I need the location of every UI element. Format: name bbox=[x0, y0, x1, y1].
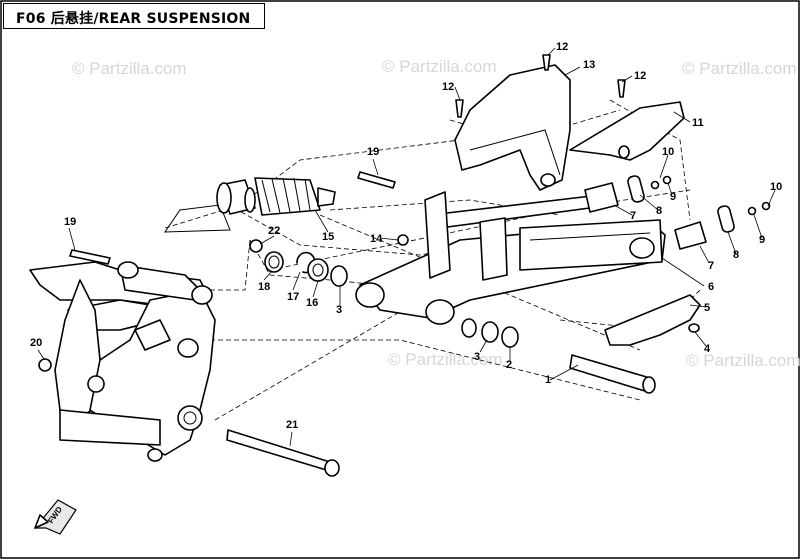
callout-1: 1 bbox=[545, 374, 551, 386]
callout-7-upper: 7 bbox=[630, 210, 636, 222]
watermark-2: © Partzilla.com bbox=[382, 57, 497, 76]
callout-12-left: 12 bbox=[442, 81, 454, 93]
callout-9-lower: 9 bbox=[759, 234, 765, 246]
callout-7-lower: 7 bbox=[708, 260, 714, 272]
pivot-shaft bbox=[569, 354, 656, 394]
callout-21: 21 bbox=[286, 419, 298, 431]
swing-arm bbox=[355, 191, 666, 325]
callout-3-right: 3 bbox=[474, 351, 480, 363]
chain-slider bbox=[604, 294, 701, 346]
callout-4: 4 bbox=[704, 343, 711, 355]
callout-17: 17 bbox=[287, 291, 299, 303]
callout-8-upper: 8 bbox=[656, 205, 662, 217]
callout-8-lower: 8 bbox=[733, 249, 739, 261]
callout-2: 2 bbox=[506, 359, 512, 371]
callout-12-right: 12 bbox=[634, 70, 646, 82]
callout-10-upper: 10 bbox=[662, 146, 674, 158]
main-frame bbox=[29, 204, 231, 462]
callout-16: 16 bbox=[306, 297, 318, 309]
callout-3-left: 3 bbox=[336, 304, 342, 316]
callout-14: 14 bbox=[370, 233, 383, 245]
watermark-3: © Partzilla.com bbox=[682, 59, 797, 78]
watermark-1: © Partzilla.com bbox=[72, 59, 187, 78]
callout-18: 18 bbox=[258, 281, 270, 293]
watermark-4: © Partzilla.com bbox=[388, 350, 503, 369]
callout-22: 22 bbox=[268, 225, 280, 237]
leader-lines bbox=[37, 47, 776, 447]
callout-10-lower: 10 bbox=[770, 181, 782, 193]
callout-15: 15 bbox=[322, 231, 334, 243]
callout-20: 20 bbox=[30, 337, 42, 349]
callouts: 1 2 3 3 4 5 6 7 7 8 8 9 9 10 10 11 12 12… bbox=[30, 41, 782, 431]
callout-13: 13 bbox=[583, 59, 595, 71]
callout-19-left: 19 bbox=[64, 216, 76, 228]
chain-guard bbox=[569, 101, 685, 161]
fwd-arrow: FWD bbox=[33, 499, 77, 535]
bolts bbox=[69, 54, 626, 265]
callout-12-top: 12 bbox=[556, 41, 568, 53]
page-title: F06 后悬挂/REAR SUSPENSION bbox=[16, 11, 251, 27]
callout-9-upper: 9 bbox=[670, 191, 676, 203]
callout-11: 11 bbox=[692, 117, 704, 129]
chain-adjusters bbox=[584, 175, 771, 250]
watermark-5: © Partzilla.com bbox=[686, 351, 800, 370]
callout-19-top: 19 bbox=[367, 146, 379, 158]
pivot-bolt bbox=[226, 429, 340, 477]
rear-fender bbox=[454, 64, 571, 191]
bearings-seals bbox=[38, 239, 519, 372]
callout-6: 6 bbox=[708, 281, 714, 293]
title-box: F06 后悬挂/REAR SUSPENSION bbox=[3, 3, 265, 29]
rear-shock-absorber bbox=[216, 177, 336, 216]
callout-5: 5 bbox=[704, 302, 710, 314]
